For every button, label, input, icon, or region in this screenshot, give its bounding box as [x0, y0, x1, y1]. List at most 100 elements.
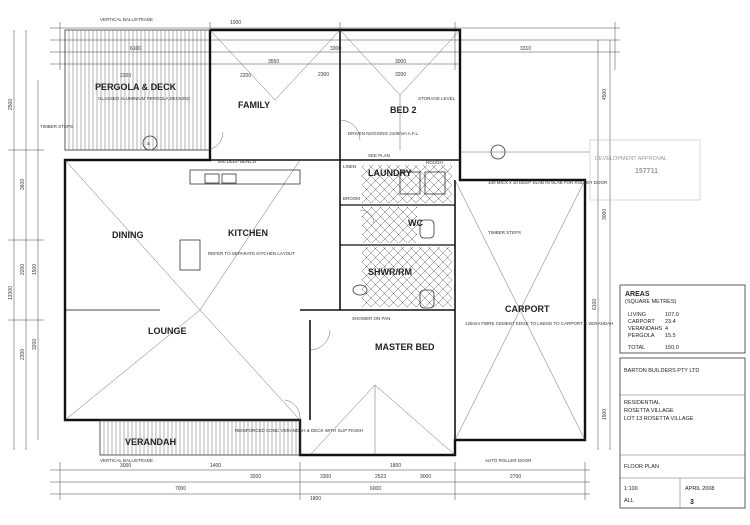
tile-line: [370, 206, 408, 244]
tile-line: [361, 164, 365, 168]
tile-line: [418, 246, 453, 281]
bottom-dimension-lines: [50, 462, 590, 500]
tile-line: [379, 206, 417, 244]
dim-top-3: 3300: [330, 46, 341, 52]
tile-line: [361, 206, 391, 236]
tile-line: [361, 246, 396, 281]
room-label-verandah: VERANDAH: [125, 437, 176, 447]
dim-top-4: 2200: [240, 73, 251, 79]
note-carport: 125mm FIBRE CEMENT EDGE TO LINING TO CAR…: [465, 321, 613, 326]
dim-bottom-8: 2700: [510, 474, 521, 480]
dim-right-3: 6100: [592, 299, 598, 310]
tile-line: [415, 206, 418, 209]
dim-left-2: 3600: [20, 179, 26, 190]
room-label-dining: DINING: [112, 230, 144, 240]
tile-line: [431, 164, 453, 186]
tile-line: [361, 164, 392, 195]
tile-line: [361, 206, 382, 227]
tile-line: [407, 233, 418, 244]
dim-bottom-2: 1400: [210, 463, 221, 469]
tile-line: [361, 246, 414, 299]
tile-line: [362, 206, 400, 244]
dim-bottom-11: 1800: [310, 496, 321, 502]
title-block: [589, 139, 746, 509]
tile-line: [361, 164, 374, 177]
note-kitchen: REFER TO SEPARATE KITCHEN LAYOUT: [208, 251, 295, 256]
note-rough: ROUGH: [426, 160, 443, 165]
areas-title: AREAS: [625, 291, 650, 298]
tile-line: [364, 246, 426, 308]
tile-line: [422, 164, 453, 195]
room-label-laundry: LAUNDRY: [368, 168, 412, 178]
project-name: ROSETTA VILLAGE: [624, 408, 674, 414]
dim-top-6: 3310: [520, 46, 531, 52]
tile-line: [361, 164, 383, 186]
dim-top-10: 1000: [230, 20, 241, 26]
note-timber-steps-left: TIMBER STEPS: [40, 124, 73, 129]
note-timber-steps-right: TIMBER STEPS: [488, 230, 521, 235]
tile-line: [413, 164, 453, 204]
house-walls: [63, 28, 587, 457]
area-label-living: LIVING: [628, 312, 646, 318]
tile-line: [361, 233, 372, 244]
room-label-kitchen: KITCHEN: [228, 228, 268, 238]
tile-line: [373, 246, 435, 308]
areas-subtitle: (SQUARE METRES): [625, 299, 677, 305]
dim-top-5: 3000: [395, 59, 406, 65]
dim-left-6: 3200: [32, 339, 38, 350]
sheet-label: FLOOR PLAN: [624, 464, 659, 470]
project-label: RESIDENTIAL: [624, 400, 660, 406]
tile-line: [445, 246, 453, 254]
area-label-pergola: PERGOLA: [628, 333, 655, 339]
tile-line: [370, 164, 410, 204]
date: APRIL 2008: [685, 486, 714, 492]
area-total-value: 150.0: [665, 345, 679, 351]
tile-line: [382, 246, 444, 308]
room-label-wc: WC: [408, 218, 423, 228]
tile-line: [427, 246, 453, 272]
builder-name: BARTON BUILDERS PTY LTD: [624, 368, 699, 374]
area-value-pergola: 15.5: [665, 333, 676, 339]
dim-bottom-6: 2523: [375, 474, 386, 480]
room-label-carport: CARPORT: [505, 304, 550, 314]
area-total-label: TOTAL: [628, 345, 645, 351]
roof-hip-lines: [64, 29, 586, 456]
area-value-verandah: 4: [665, 326, 668, 332]
room-label-pergola: PERGOLA & DECK: [95, 82, 177, 92]
area-label-carport: CARPORT: [628, 319, 655, 325]
fixtures: [179, 169, 446, 309]
svg-text:a: a: [147, 141, 150, 147]
room-label-bed2: BED 2: [390, 105, 417, 115]
note-vertical-balustrade-bottom: VERTICAL BALUSTRADE: [100, 458, 153, 463]
tile-line: [361, 206, 364, 209]
area-code: ALL: [624, 498, 634, 504]
tile-line: [388, 246, 450, 308]
room-label-family: FAMILY: [238, 100, 270, 110]
dim-left-1: 2500: [8, 99, 14, 110]
tile-line: [377, 164, 417, 204]
note-storage: STORAGE LEVEL: [418, 96, 456, 101]
scale: 1:100: [624, 486, 638, 492]
tile-line: [361, 246, 378, 263]
dim-right-1: 4500: [602, 89, 608, 100]
project-address: LOT 13 ROSETTA VILLAGE: [624, 416, 694, 422]
tile-line: [361, 246, 405, 290]
note-shower: SHOWER ON PAN: [352, 316, 390, 321]
tile-line: [391, 246, 453, 308]
tile-line: [361, 206, 399, 244]
dim-left-4: 1500: [32, 264, 38, 275]
area-label-verandah: VERANDAHS: [628, 326, 663, 332]
sheet-number: 3: [690, 499, 694, 506]
tile-line: [370, 246, 432, 308]
dim-bottom-7: 3000: [420, 474, 431, 480]
dim-bottom-9: 7000: [175, 486, 186, 492]
tile-line: [400, 246, 453, 299]
tile-line: [380, 206, 418, 244]
tile-line: [395, 164, 435, 204]
note-roller-door: AUTO ROLLER DOOR: [485, 458, 532, 463]
area-value-carport: 23.4: [665, 319, 676, 325]
dim-right-4: 1500: [602, 409, 608, 420]
tile-line: [388, 206, 418, 236]
room-label-shower: SHWR/RM: [368, 267, 412, 277]
tile-line: [386, 164, 426, 204]
